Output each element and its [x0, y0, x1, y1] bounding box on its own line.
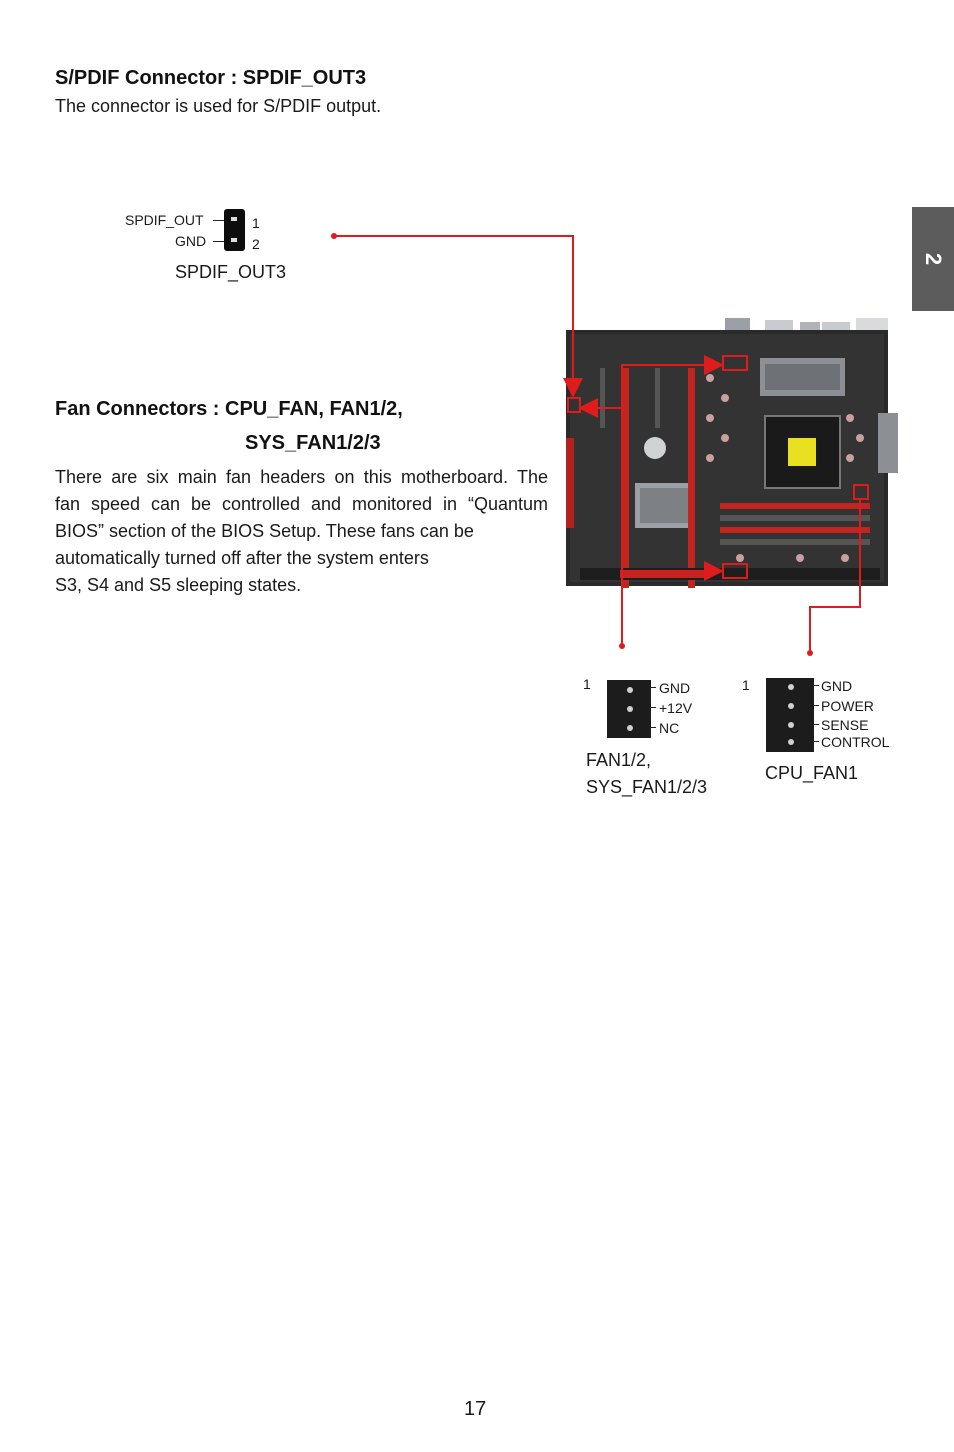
- cmos-battery: [644, 437, 666, 459]
- cpu-socket-center: [788, 438, 816, 466]
- capacitor: [721, 394, 729, 402]
- sys-fan-pin: [627, 725, 633, 731]
- dimm-slot: [720, 515, 870, 521]
- fan-heading-line1: Fan Connectors : CPU_FAN, FAN1/2,: [55, 398, 403, 420]
- side-heatsink: [878, 413, 898, 473]
- spdif-pin-number-2: 2: [252, 236, 260, 252]
- cpu-fan-pin-label-3: SENSE: [821, 717, 869, 733]
- capacitor: [846, 414, 854, 422]
- sys-fan-pin: [627, 706, 633, 712]
- fan-paragraph-line-5: S3, S4 and S5 sleeping states.: [55, 575, 302, 595]
- spdif-pin-number-1: 1: [252, 215, 260, 231]
- pcie-slot-small: [600, 368, 605, 428]
- cpu-fan-pin: [788, 722, 794, 728]
- spdif-pin-label-2: GND: [175, 233, 207, 249]
- cpu-fan-lead: [811, 724, 819, 725]
- capacitor: [736, 554, 744, 562]
- cpu-fan-header-block: [766, 678, 814, 752]
- spdif-pin-label-1: SPDIF_OUT: [125, 212, 204, 228]
- sys-fan-pin1-marker: 1: [583, 676, 591, 692]
- capacitor: [706, 414, 714, 422]
- capacitor: [846, 454, 854, 462]
- fan-callout-line-top: [621, 355, 724, 646]
- capacitor: [706, 454, 714, 462]
- fan-paragraph-line-3: BIOS” section of the BIOS Setup. These f…: [55, 521, 474, 541]
- spdif-diagram-caption: SPDIF_OUT3: [175, 262, 287, 282]
- cpu-fan-caption: CPU_FAN1: [765, 763, 859, 783]
- spdif-pin-2: [231, 238, 237, 242]
- highlight-cpu-fan-header: [853, 484, 869, 500]
- cpu-fan-pin-label-4: CONTROL: [821, 734, 890, 750]
- chipset-heatsink-fins: [640, 488, 690, 523]
- sys-fan-lead: [648, 707, 656, 708]
- cpu-fan-pin: [788, 739, 794, 745]
- capacitor: [706, 374, 714, 382]
- spdif-heading: S/PDIF Connector : SPDIF_OUT3: [55, 67, 367, 89]
- fan-paragraph-line-1: There are six main fan headers on this m…: [55, 467, 548, 487]
- capacitor: [841, 554, 849, 562]
- spdif-lead-2: [213, 241, 225, 242]
- page-number: 17: [464, 1398, 487, 1420]
- vrm-heatsink-fins: [765, 364, 840, 390]
- spdif-description: The connector is used for S/PDIF output.: [55, 96, 382, 116]
- bottom-red-slot: [620, 570, 710, 578]
- cpu-fan-lead: [811, 705, 819, 706]
- sys-fan-lead: [648, 727, 656, 728]
- cpu-fan-lead: [811, 685, 819, 686]
- cpu-fan-callout-line: [809, 500, 861, 653]
- chapter-tab: 2: [912, 207, 954, 311]
- fan-paragraph-line-2: fan speed can be controlled and monitore…: [55, 494, 548, 514]
- fan-heading-line2: SYS_FAN1/2/3: [245, 432, 381, 454]
- cpu-fan-pin-label-1: GND: [821, 678, 853, 694]
- spdif-lead-1: [213, 220, 225, 221]
- sys-fan-pin-label-2: +12V: [659, 700, 693, 716]
- fan-paragraph-line-4: automatically turned off after the syste…: [55, 548, 429, 568]
- dimm-slot: [720, 539, 870, 545]
- sys-fan-pin: [627, 687, 633, 693]
- motherboard-image: [566, 318, 898, 588]
- sys-fan-caption-line1: FAN1/2,: [586, 750, 652, 770]
- capacitor: [721, 434, 729, 442]
- spdif-pin-1: [231, 217, 237, 221]
- sys-fan-pin-label-1: GND: [659, 680, 691, 696]
- pcie-slot: [622, 368, 629, 588]
- cpu-fan-pin: [788, 703, 794, 709]
- cpu-fan-pin1-marker: 1: [742, 677, 750, 693]
- capacitor: [856, 434, 864, 442]
- cpu-fan-pin-label-2: POWER: [821, 698, 874, 714]
- sys-fan-header-block: [607, 680, 651, 738]
- capacitor: [796, 554, 804, 562]
- sys-fan-pin-label-3: NC: [659, 720, 680, 736]
- dimm-slot: [720, 527, 870, 533]
- board-edge-connector: [566, 438, 574, 528]
- spdif-header-block: [224, 209, 245, 251]
- pcie-slot-small: [655, 368, 660, 428]
- pcie-slot: [688, 368, 695, 588]
- spdif-callout-line: [334, 235, 583, 398]
- dimm-slot: [720, 503, 870, 509]
- sys-fan-lead: [648, 687, 656, 688]
- sys-fan-caption-line2: SYS_FAN1/2/3: [586, 777, 708, 797]
- cpu-fan-pin: [788, 684, 794, 690]
- fan-paragraph: There are six main fan headers on this m…: [55, 464, 548, 599]
- cpu-fan-lead: [811, 741, 819, 742]
